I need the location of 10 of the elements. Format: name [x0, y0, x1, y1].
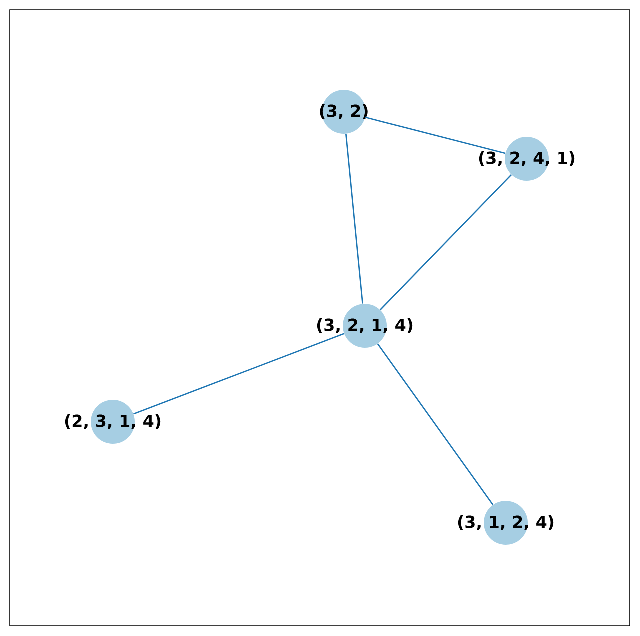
edge-line [365, 116, 506, 154]
graph-node: (3, 1, 2, 4) [458, 501, 554, 545]
graph-node: (3, 2, 4, 1) [479, 137, 575, 181]
edge-line [134, 333, 344, 415]
edge-line [346, 134, 364, 304]
graph-node: (3, 2, 1, 4) [317, 304, 413, 348]
edge-line [380, 174, 512, 310]
graph-node: (3, 2) [320, 90, 368, 134]
graph-node: (2, 3, 1, 4) [65, 400, 161, 444]
edge-line [377, 344, 494, 506]
